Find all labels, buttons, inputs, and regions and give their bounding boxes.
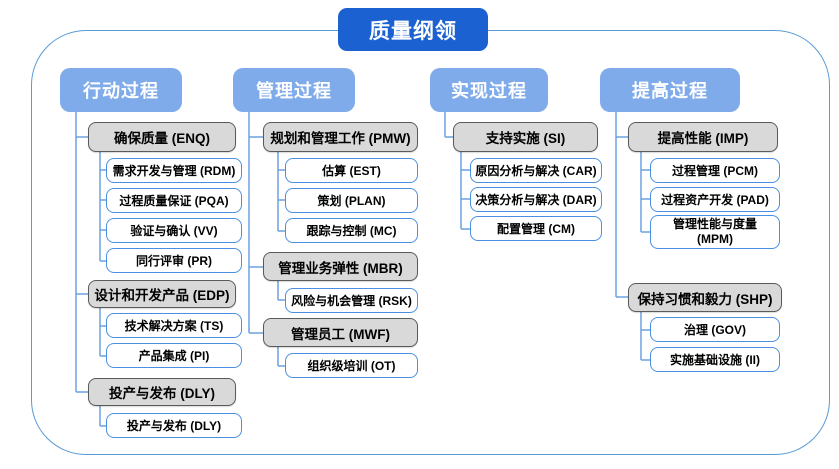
leaf-car: 原因分析与解决 (CAR) xyxy=(470,158,602,183)
leaf-ts: 技术解决方案 (TS) xyxy=(106,313,242,338)
leaf-pad: 过程资产开发 (PAD) xyxy=(650,187,780,212)
leaf-pcm: 过程管理 (PCM) xyxy=(650,158,780,183)
group-si: 支持实施 (SI) xyxy=(453,122,598,152)
leaf-mpm: 管理性能与度量 (MPM) xyxy=(650,215,780,249)
group-pmw: 规划和管理工作 (PMW) xyxy=(263,122,418,152)
column-header-management-process: 管理过程 xyxy=(233,68,355,112)
leaf-gov: 治理 (GOV) xyxy=(650,317,780,342)
group-enq: 确保质量 (ENQ) xyxy=(88,122,236,152)
column-header-realization-process: 实现过程 xyxy=(430,68,548,112)
group-edp: 设计和开发产品 (EDP) xyxy=(88,280,236,308)
leaf-dar: 决策分析与解决 (DAR) xyxy=(470,187,602,212)
leaf-pqa: 过程质量保证 (PQA) xyxy=(106,188,242,213)
leaf-mc: 跟踪与控制 (MC) xyxy=(285,218,418,243)
group-dly: 投产与发布 (DLY) xyxy=(88,378,236,406)
leaf-dly: 投产与发布 (DLY) xyxy=(106,413,242,438)
leaf-rsk: 风险与机会管理 (RSK) xyxy=(285,288,418,313)
column-header-action-process: 行动过程 xyxy=(60,68,182,112)
leaf-rdm: 需求开发与管理 (RDM) xyxy=(106,158,242,183)
group-mwf: 管理员工 (MWF) xyxy=(263,318,418,347)
leaf-pr: 同行评审 (PR) xyxy=(106,248,242,273)
group-mbr: 管理业务弹性 (MBR) xyxy=(263,252,418,281)
leaf-pi: 产品集成 (PI) xyxy=(106,343,242,368)
leaf-ii: 实施基础设施 (II) xyxy=(650,347,780,372)
leaf-ot: 组织级培训 (OT) xyxy=(285,353,418,378)
column-header-improvement-process: 提高过程 xyxy=(600,68,740,112)
leaf-plan: 策划 (PLAN) xyxy=(285,188,418,213)
leaf-est: 估算 (EST) xyxy=(285,158,418,183)
group-imp: 提高性能 (IMP) xyxy=(628,122,778,152)
diagram-title: 质量纲领 xyxy=(338,8,488,51)
leaf-vv: 验证与确认 (VV) xyxy=(106,218,242,243)
leaf-cm: 配置管理 (CM) xyxy=(470,216,602,241)
group-shp: 保持习惯和毅力 (SHP) xyxy=(628,283,782,312)
